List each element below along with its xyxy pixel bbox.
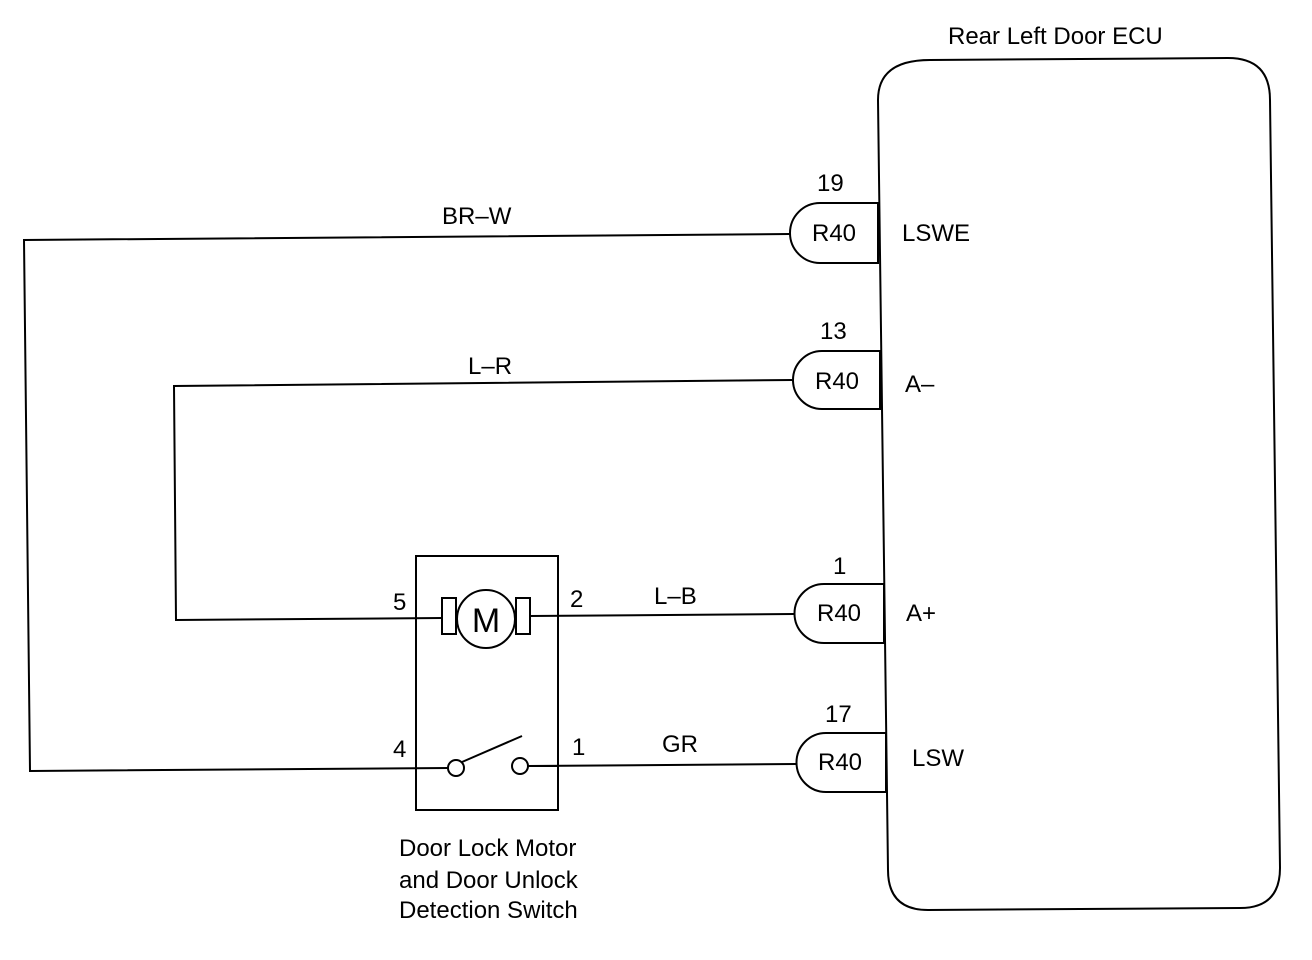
motor-symbol: M (472, 602, 500, 640)
connector-1-signal: A+ (906, 600, 936, 627)
wire-l-r (172, 379, 793, 622)
wire-label-br-w: BR–W (442, 203, 512, 230)
connector-1-pin: 1 (833, 553, 846, 580)
connector-17: R40 17 LSW (795, 701, 964, 793)
motor-icon: M (441, 589, 531, 649)
connector-1-code: R40 (817, 600, 861, 627)
wire-label-l-b: L–B (654, 583, 697, 610)
assembly-label-line-3: Detection Switch (399, 897, 578, 924)
assembly-box (415, 555, 559, 811)
assembly-label-line-2: and Door Unlock (399, 867, 579, 894)
connector-19-signal: LSWE (902, 220, 970, 247)
switch-pin-1: 1 (572, 734, 585, 761)
motor-pin-5: 5 (393, 589, 406, 616)
wire-label-l-r: L–R (468, 353, 512, 380)
assembly-label: Door Lock Motor and Door Unlock Detectio… (399, 835, 584, 924)
connector-17-signal: LSW (912, 745, 964, 772)
assembly-label-line-1: Door Lock Motor (399, 835, 576, 862)
connector-17-pin: 17 (825, 701, 852, 728)
connector-19-code: R40 (812, 220, 856, 247)
connector-13-code: R40 (815, 368, 859, 395)
switch-pin-4: 4 (393, 736, 406, 763)
wire-gr (527, 763, 797, 767)
connector-17-code: R40 (818, 749, 862, 776)
connector-1: R40 1 A+ (793, 553, 936, 644)
wire-l-b (529, 613, 795, 617)
motor-pin-2: 2 (570, 586, 583, 613)
connector-13: R40 13 A– (792, 318, 935, 410)
ecu-title: Rear Left Door ECU (948, 23, 1163, 50)
switch-icon (447, 735, 558, 777)
connector-19: R40 19 LSWE (789, 170, 970, 264)
connector-13-pin: 13 (820, 318, 847, 345)
door-lock-assembly: M 5 2 4 1 Door Lock Motor and Door Unloc… (393, 555, 585, 924)
connector-13-signal: A– (905, 371, 935, 398)
wire-label-gr: GR (662, 731, 698, 758)
ecu-box (876, 56, 1282, 912)
connector-19-pin: 19 (817, 170, 844, 197)
wire-br-w (22, 233, 791, 773)
